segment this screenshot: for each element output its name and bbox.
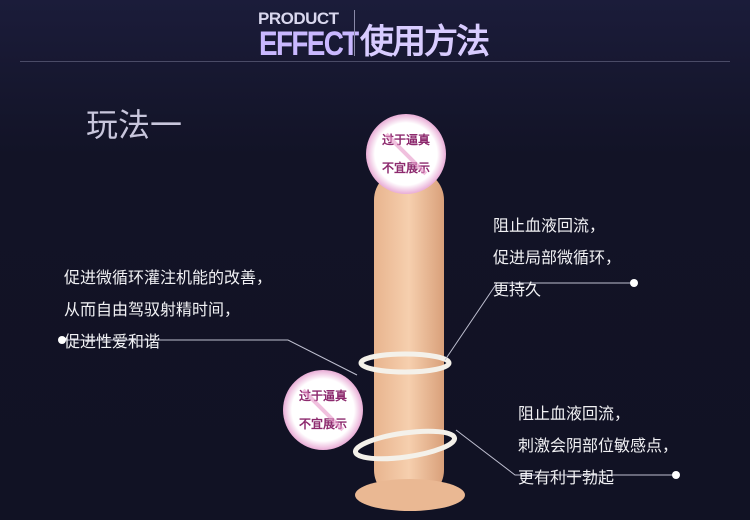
leader-line-left [64, 339, 358, 376]
callout-right-bottom: 阻止血液回流， 刺激会阴部位敏感点， 更有利于勃起 [518, 398, 678, 494]
sticker-line1: 过于逼真 [381, 133, 430, 147]
callout-dot-right-bottom [672, 471, 680, 479]
callout-line: 从而自由驾驭射精时间， [64, 300, 241, 319]
callout-line: 阻止血液回流， [493, 216, 606, 235]
product-body [374, 170, 444, 500]
callout-dot-right-top [630, 279, 638, 287]
sticker-line2: 不宜展示 [381, 161, 430, 175]
sticker-line2: 不宜展示 [298, 417, 347, 431]
ring-lower [352, 428, 458, 462]
page-title: 使用方法 [360, 22, 490, 62]
leader-line-right-bottom [455, 429, 677, 476]
callout-line: 刺激会阴部位敏感点， [518, 436, 679, 455]
callout-right-top: 阻止血液回流， 促进局部微循环， 更持久 [493, 210, 621, 306]
leader-line-right-top [444, 282, 634, 361]
censor-sticker-bottom: 过于逼真 不宜展示 [283, 370, 363, 450]
header-underline [20, 61, 730, 62]
callout-line: 更持久 [493, 280, 542, 299]
callout-left: 促进微循环灌注机能的改善， 从而自由驾驭射精时间， 促进性爱和谐 [64, 262, 272, 358]
ring-upper [358, 351, 452, 375]
censor-sticker-top: 过于逼真 不宜展示 [366, 114, 446, 194]
callout-line: 阻止血液回流， [518, 404, 631, 423]
callout-line: 促进性爱和谐 [64, 332, 161, 351]
callout-line: 促进微循环灌注机能的改善， [64, 268, 273, 287]
header-product: PRODUCT [258, 9, 339, 28]
callout-dot-left [58, 336, 66, 344]
sticker-line1: 过于逼真 [298, 389, 347, 403]
product-base [355, 479, 465, 511]
header-effect: EFFECT [259, 25, 359, 63]
callout-line: 促进局部微循环， [493, 248, 622, 267]
header-divider [354, 10, 355, 56]
section-title: 玩法一 [86, 106, 183, 144]
callout-line: 更有利于勃起 [518, 468, 615, 487]
